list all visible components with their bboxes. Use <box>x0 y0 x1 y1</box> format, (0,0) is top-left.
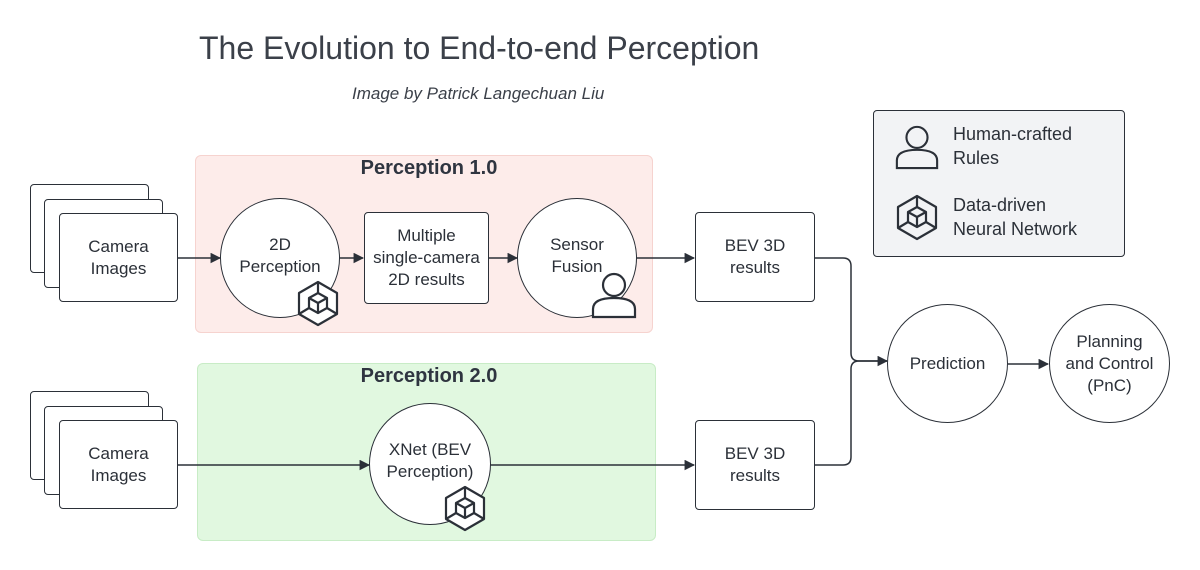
cube-icon <box>896 194 938 241</box>
legend-human-label: Human-crafted Rules <box>953 124 1073 168</box>
xnet-label: XNet (BEV Perception) <box>386 440 474 481</box>
arrow-bev2-to-prediction <box>815 360 887 466</box>
prediction-label: Prediction <box>909 353 986 373</box>
perception-2d-label: 2D Perception <box>239 235 321 276</box>
person-icon <box>895 125 939 170</box>
planning-control-label: Planning and Control (PnC) <box>1065 331 1154 395</box>
diagram-title: The Evolution to End-to-end Perception <box>199 30 760 66</box>
sensor-fusion-label: Sensor Fusion <box>550 235 604 276</box>
cube-icon <box>444 485 486 532</box>
camera-images-box-1: Camera Images <box>59 213 178 302</box>
perception-2-title: Perception 2.0 <box>360 365 498 387</box>
prediction-circle: Prediction <box>887 304 1008 423</box>
multi-camera-results-label: Multiple single-camera 2D results <box>373 226 480 289</box>
legend-data-label: Data-driven Neural Network <box>953 195 1078 239</box>
camera-images-box-2: Camera Images <box>59 420 178 509</box>
bev-results-label-1: BEV 3D results <box>724 236 786 277</box>
diagram-subtitle: Image by Patrick Langechuan Liu <box>352 84 605 103</box>
camera-images-label-1: Camera Images <box>88 236 149 278</box>
bev-results-box-1: BEV 3D results <box>695 212 815 302</box>
arrow-bev1-to-prediction <box>815 257 889 367</box>
bev-results-box-2: BEV 3D results <box>695 420 815 510</box>
perception-1-title: Perception 1.0 <box>360 157 498 179</box>
cube-icon <box>297 280 339 327</box>
bev-results-label-2: BEV 3D results <box>724 444 786 485</box>
planning-control-circle: Planning and Control (PnC) <box>1049 304 1170 423</box>
person-icon <box>591 272 637 319</box>
legend-panel <box>873 110 1125 257</box>
camera-images-label-2: Camera Images <box>88 443 149 485</box>
multi-camera-results-box: Multiple single-camera 2D results <box>364 212 489 304</box>
